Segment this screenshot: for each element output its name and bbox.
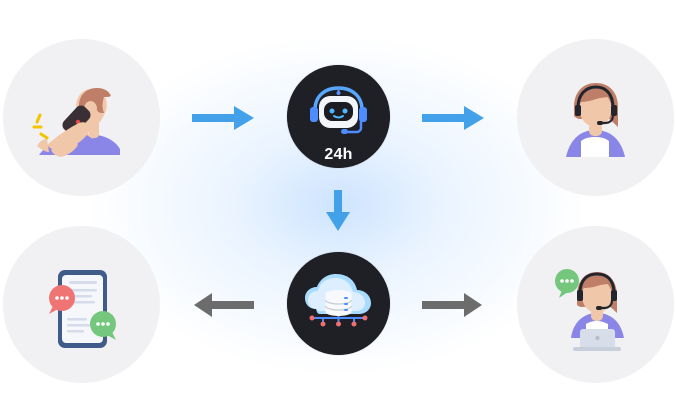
arrow-bot-to-agent — [422, 106, 484, 130]
cloud-data-node — [287, 252, 390, 355]
arrow-caller-to-bot — [192, 106, 254, 130]
arrow-icon — [422, 106, 484, 130]
agent-laptop-chat-icon — [517, 226, 674, 383]
phone-call-person-icon — [3, 39, 160, 196]
agent-node — [517, 39, 674, 196]
mobile-chat-icon — [3, 226, 160, 383]
caller-node — [3, 39, 160, 196]
arrow-cloud-to-chat-app — [194, 293, 254, 317]
support-agent-icon — [517, 39, 674, 196]
chat-app-node — [3, 226, 160, 383]
bot-node-label: 24h — [324, 146, 353, 163]
arrow-bot-to-cloud — [326, 190, 350, 231]
arrow-cloud-to-agent-desk — [422, 293, 482, 317]
agent-desk-node — [517, 226, 674, 383]
arrow-icon — [422, 293, 482, 317]
robot-headset-icon — [287, 65, 390, 168]
arrow-icon — [192, 106, 254, 130]
bot-node: 24h — [287, 65, 390, 168]
arrow-icon — [326, 190, 350, 231]
cloud-database-icon — [287, 252, 390, 355]
arrow-icon — [194, 293, 254, 317]
